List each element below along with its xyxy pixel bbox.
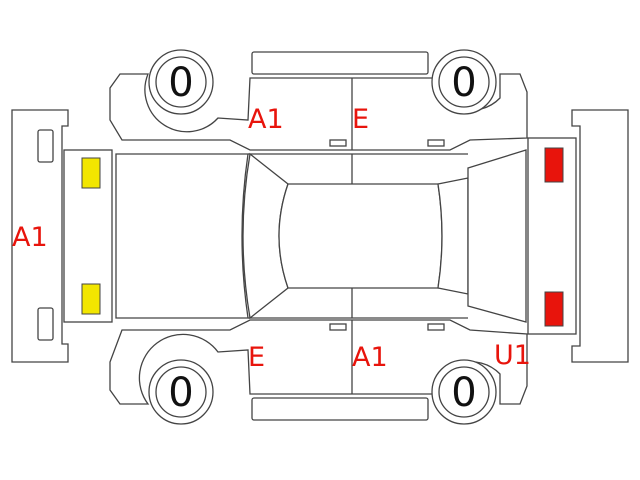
left-side-outline: [109, 73, 528, 151]
code-left-front-door: A1: [248, 104, 284, 135]
rear-lamp-top: [544, 147, 564, 183]
right-side-view: [109, 319, 528, 421]
front-bumper: [11, 109, 69, 363]
left-front-door-handle: [329, 139, 347, 147]
hood: [115, 153, 249, 319]
top-view-body: [115, 149, 527, 323]
rear-bumper: [571, 109, 629, 363]
left-rear-door-handle: [427, 139, 445, 147]
tire-rear-left-value: 0: [451, 60, 476, 106]
rear-window: [437, 177, 469, 295]
roof: [278, 183, 443, 289]
tire-front-right: 0: [148, 359, 214, 425]
tire-rear-right: 0: [431, 359, 497, 425]
tire-front-left: 0: [148, 49, 214, 115]
tire-front-left-value: 0: [168, 60, 193, 106]
tire-rear-left: 0: [431, 49, 497, 115]
front-lamp-bottom: [81, 283, 101, 315]
right-side-outline: [109, 319, 528, 405]
left-side-view: [109, 51, 528, 151]
code-right-rear-quarter: U1: [494, 340, 531, 371]
front-fog-lamp-top: [37, 129, 54, 163]
front-fog-lamp-bottom: [37, 307, 54, 341]
rear-panel: [527, 137, 577, 335]
front-lamp-top: [81, 157, 101, 189]
rear-lamp-bottom: [544, 291, 564, 327]
trunk: [467, 149, 527, 323]
code-front-bumper: A1: [12, 222, 48, 253]
right-side-sill: [251, 397, 429, 421]
right-front-door-handle: [329, 323, 347, 331]
right-rear-door-handle: [427, 323, 445, 331]
tire-rear-right-value: 0: [451, 370, 476, 416]
code-right-front-door: E: [248, 342, 265, 373]
code-right-rear-door: A1: [352, 342, 388, 373]
front-panel: [63, 149, 113, 323]
tire-front-right-value: 0: [168, 370, 193, 416]
code-left-rear-door: E: [352, 104, 369, 135]
left-side-sill: [251, 51, 429, 75]
